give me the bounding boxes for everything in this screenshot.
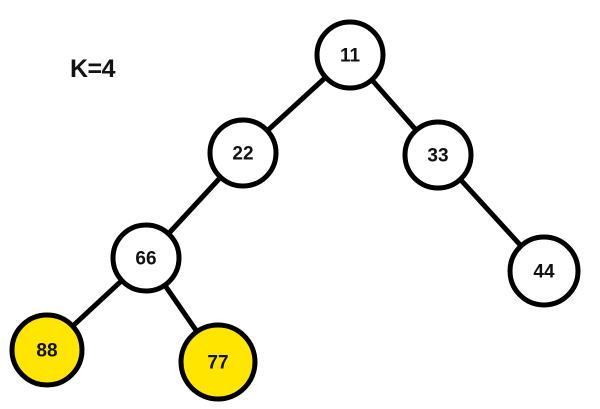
node-label-44: 44 — [533, 262, 555, 283]
tree-edge — [69, 277, 126, 330]
tree-node-66[interactable]: 66 — [110, 222, 182, 294]
k-value-annotation: K=4 — [70, 55, 116, 83]
tree-edge — [368, 76, 420, 134]
tree-node-33[interactable]: 33 — [402, 119, 474, 191]
node-circle-44[interactable] — [507, 234, 581, 308]
node-label-88: 88 — [36, 341, 57, 362]
tree-edge — [264, 74, 329, 134]
node-label-11: 11 — [340, 46, 361, 67]
node-label-22: 22 — [232, 144, 253, 165]
edge-layer — [69, 74, 525, 335]
node-circle-22[interactable] — [207, 117, 279, 189]
node-layer: 11 22 33 66 44 88 77 — [9, 19, 581, 402]
tree-node-44[interactable]: 44 — [507, 234, 581, 308]
node-label-77: 77 — [207, 353, 228, 374]
tree-edge — [165, 174, 224, 237]
tree-edge — [161, 281, 201, 335]
node-label-66: 66 — [135, 249, 156, 270]
tree-node-77[interactable]: 77 — [178, 322, 258, 402]
node-circle-11[interactable] — [314, 19, 386, 91]
tree-node-11[interactable]: 11 — [314, 19, 386, 91]
tree-node-22[interactable]: 22 — [207, 117, 279, 189]
node-circle-77[interactable] — [178, 322, 258, 402]
tree-node-88[interactable]: 88 — [9, 312, 85, 388]
node-circle-33[interactable] — [402, 119, 474, 191]
tree-edge — [457, 176, 525, 250]
node-label-33: 33 — [427, 146, 448, 167]
node-circle-66[interactable] — [110, 222, 182, 294]
node-circle-88[interactable] — [9, 312, 85, 388]
